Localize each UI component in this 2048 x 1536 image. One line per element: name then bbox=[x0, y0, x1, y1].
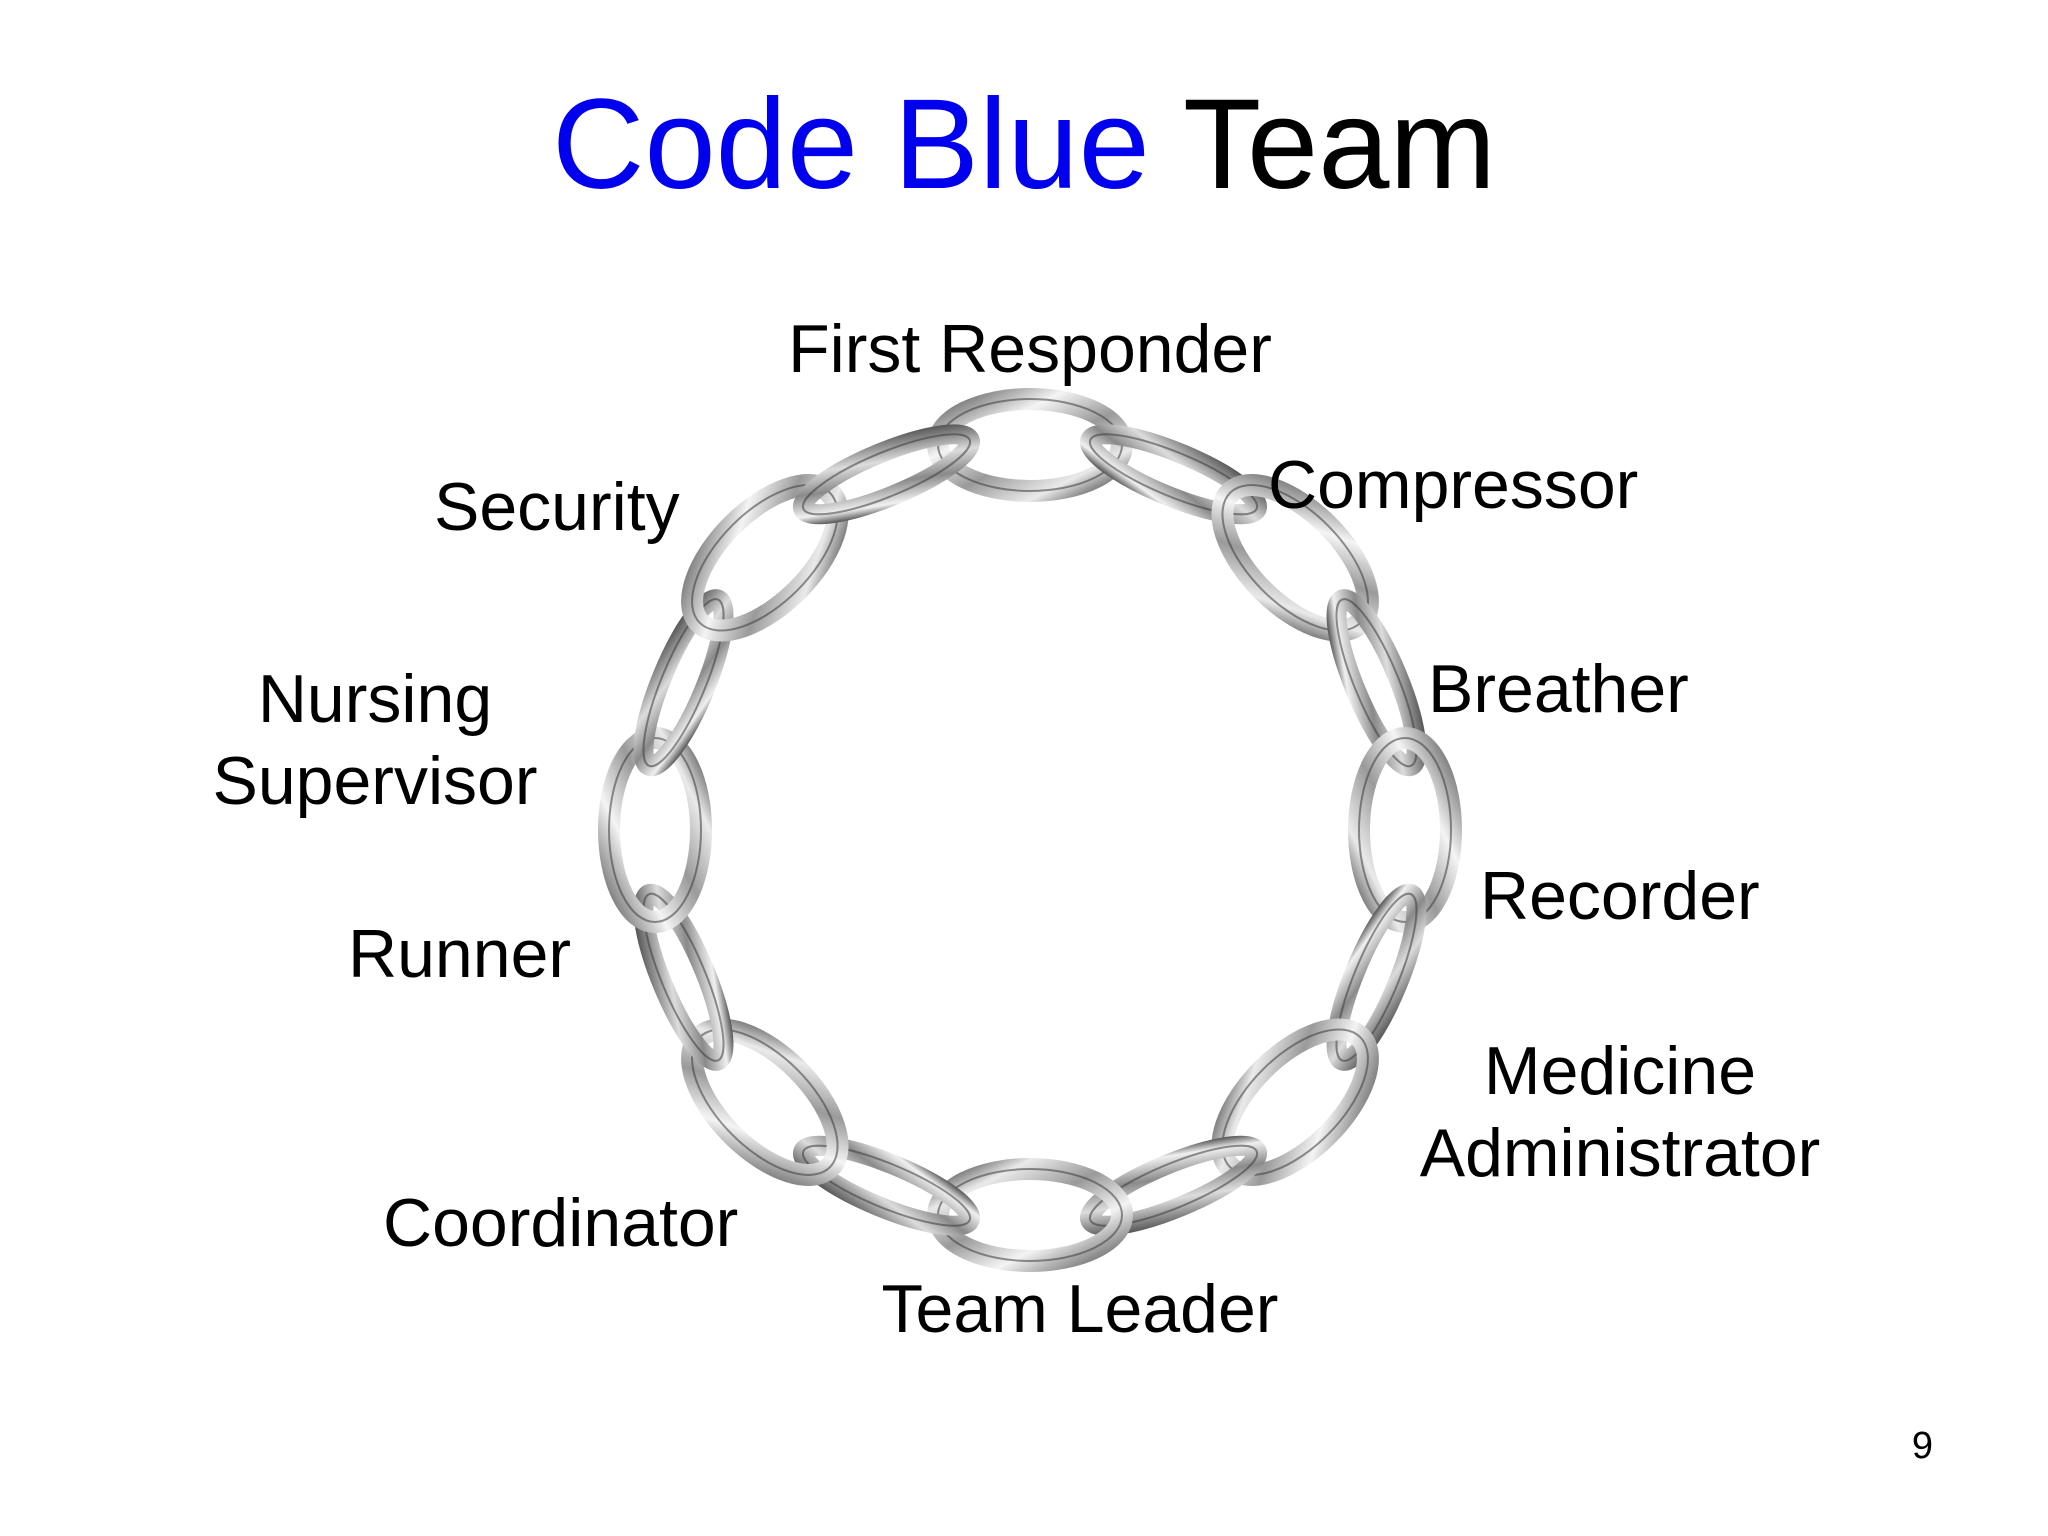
chain-links bbox=[598, 388, 1462, 1272]
role-security: Security bbox=[434, 469, 680, 545]
role-nursing-line1: Nursing bbox=[257, 661, 493, 737]
role-medicine-line2: Administrator bbox=[1419, 1115, 1821, 1191]
chain-link bbox=[1326, 883, 1427, 1071]
chain-link bbox=[792, 424, 981, 525]
chain-link bbox=[792, 1135, 981, 1236]
role-medicine-line1: Medicine bbox=[1483, 1033, 1757, 1109]
role-runner: Runner bbox=[348, 916, 572, 992]
role-team-leader: Team Leader bbox=[881, 1271, 1279, 1347]
chain-link bbox=[633, 589, 734, 777]
chain-link bbox=[1348, 727, 1462, 933]
role-nursing-line2: Supervisor bbox=[212, 743, 538, 819]
chain-link bbox=[633, 883, 734, 1071]
role-compressor: Compressor bbox=[1268, 447, 1639, 523]
page-number: 9 bbox=[1911, 1425, 1933, 1467]
title-rest: Team bbox=[1183, 73, 1496, 216]
slide-title: Code Blue Team bbox=[0, 70, 2048, 220]
chain-link bbox=[598, 727, 712, 933]
role-first-responder: First Responder bbox=[788, 311, 1272, 387]
chain-link bbox=[1079, 1135, 1268, 1236]
role-breather: Breather bbox=[1428, 651, 1689, 727]
role-coordinator: Coordinator bbox=[383, 1185, 739, 1261]
chain-link bbox=[1211, 1018, 1379, 1186]
chain-link bbox=[1326, 589, 1427, 777]
chain-link bbox=[681, 474, 849, 642]
role-medicine-administrator: Medicine Administrator bbox=[1400, 1030, 1840, 1194]
role-recorder: Recorder bbox=[1480, 858, 1760, 934]
chain-link bbox=[1079, 424, 1268, 525]
role-nursing-supervisor: Nursing Supervisor bbox=[200, 658, 550, 822]
title-accent: Code Blue bbox=[552, 73, 1150, 216]
